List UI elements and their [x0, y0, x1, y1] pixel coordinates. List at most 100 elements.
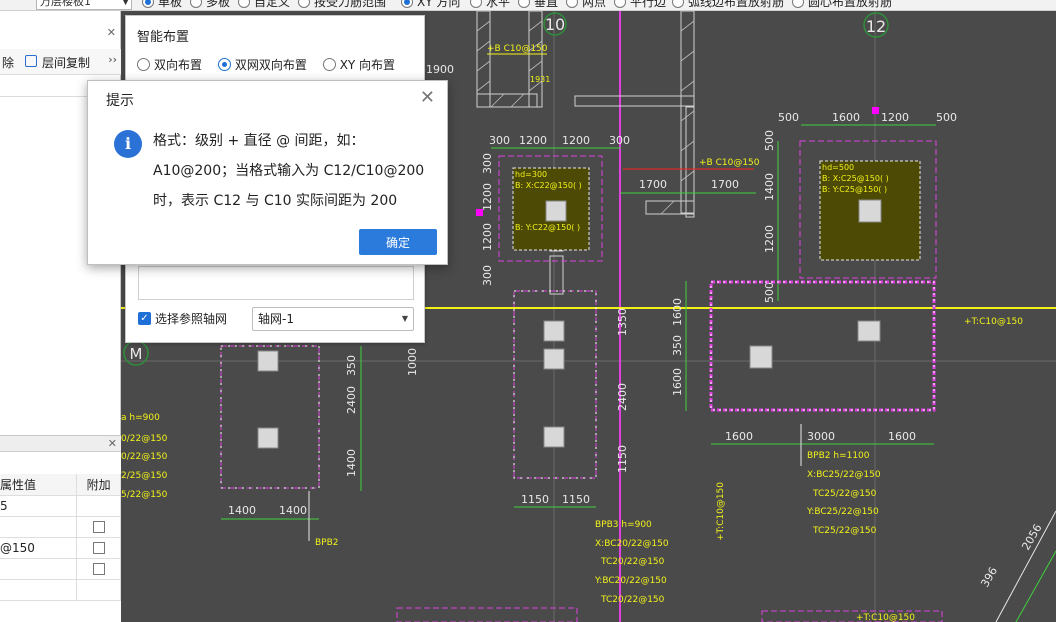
dimension-text: 1200 [519, 134, 547, 147]
option-xy-direction[interactable]: XY 方向 [401, 0, 460, 10]
option-parallel-edge[interactable]: 平行边 [614, 0, 666, 10]
table-row[interactable]: 5 [0, 495, 121, 517]
pile-cap-text: hd=500 [822, 163, 854, 172]
slab-text: BPB3 h=900 [595, 520, 652, 530]
hatch-lines [476, 20, 695, 215]
dimension-text: 1150 [521, 493, 549, 506]
pile-marker [543, 348, 565, 370]
cell-value[interactable]: @150 [0, 537, 78, 559]
option-label: 圆心布置放射筋 [808, 0, 893, 9]
close-icon[interactable]: ✕ [107, 437, 117, 450]
extra-checkbox[interactable] [92, 521, 105, 533]
option-label: 自定义 [254, 0, 291, 9]
extra-checkbox[interactable] [92, 542, 105, 554]
option-horizontal[interactable]: 水平 [470, 0, 510, 10]
slab-text: Y:BC25/22@150 [806, 507, 879, 517]
radio-icon [190, 0, 202, 8]
table-row[interactable] [0, 558, 121, 580]
cell-value[interactable]: 5 [0, 495, 78, 517]
cell-extra [76, 516, 121, 538]
smart-layout-title: 智能布置 [137, 30, 190, 45]
floor-copy-button[interactable]: 层间复制 [42, 56, 91, 70]
header-value: 属性值 [0, 474, 78, 496]
copy-icon [25, 55, 37, 67]
grip-point[interactable] [872, 107, 879, 114]
chevron-down-icon: ▼ [401, 314, 408, 323]
more-button[interactable]: ›› [108, 53, 117, 66]
delete-button[interactable]: 除 [2, 56, 15, 70]
axis-select-value: 轴网-1 [258, 312, 294, 326]
slab-text: TC20/22@150 [600, 595, 665, 605]
slab-outline [396, 607, 578, 622]
rebar-label: +T:C10@150 [964, 317, 1023, 327]
table-row[interactable] [0, 516, 121, 538]
rebar-label: +B C10@150 [699, 158, 760, 168]
option-vertical[interactable]: 垂直 [518, 0, 558, 10]
dimension-text: 1700 [711, 178, 739, 191]
properties-title-bar: ✕ [0, 436, 121, 452]
close-icon[interactable]: ✕ [106, 26, 116, 39]
option-label: XY 方向 [417, 0, 461, 9]
option-label: 水平 [486, 0, 511, 9]
option-two-points[interactable]: 两点 [566, 0, 606, 10]
select-axis-checkbox[interactable]: ✓选择参照轴网 [138, 310, 227, 327]
close-icon[interactable]: ✕ [419, 87, 435, 108]
pile-cap-outline [799, 140, 937, 279]
diagonal-line [995, 510, 1056, 622]
divider [0, 96, 121, 97]
dimension-text: 1200 [562, 134, 590, 147]
tip-dialog: 提示 ✕ i 格式：级别 + 直径 @ 间距，如： A10@200；当格式输入为… [87, 80, 448, 265]
cell-value[interactable] [0, 579, 78, 601]
option-label: 平行边 [630, 0, 667, 9]
slab-text: Y:BC20/22@150 [594, 576, 667, 586]
option-label: 弧线边布置放射筋 [688, 0, 785, 9]
radio-xy-layout[interactable]: XY 向布置 [322, 56, 395, 73]
slab-text: TC25/22@150 [812, 526, 877, 536]
slab-text: X:BC20/22@150 [595, 539, 669, 549]
dialog-message: 格式：级别 + 直径 @ 间距，如： A10@200；当格式输入为 C12/C1… [153, 126, 438, 216]
radio-double-net-two-way[interactable]: 双网双向布置 [217, 56, 307, 73]
axis-label-m: M [130, 345, 143, 363]
dimension-text: 1400 [763, 173, 776, 201]
pile-cap-text: B: Y:C22@150( ) [515, 223, 580, 232]
dimension-text: 1200 [881, 111, 909, 124]
radio-two-way[interactable]: 双向布置 [137, 56, 202, 73]
slab-text: 5/22@150 [121, 490, 168, 500]
radio-icon [401, 0, 413, 8]
pile-marker [543, 426, 565, 448]
rebar-label: +B C10@150 [487, 44, 548, 54]
axis-select[interactable]: 轴网-1 ▼ [252, 307, 414, 331]
cell-value[interactable] [0, 558, 78, 580]
option-center-radial[interactable]: 圆心布置放射筋 [792, 0, 892, 10]
radio-icon [518, 0, 530, 8]
message-line: 时，表示 C12 与 C10 实际间距为 200 [153, 193, 398, 209]
pile-cap-text: B: X:C25@150( ) [822, 174, 889, 183]
option-single-slab[interactable]: 单板 [142, 0, 182, 10]
option-custom[interactable]: 自定义 [238, 0, 290, 10]
slab-outline [761, 610, 943, 622]
radio-icon [322, 58, 336, 71]
dimension-text: 1200 [481, 223, 494, 251]
dimension-text: 1200 [481, 183, 494, 211]
pile-marker [257, 427, 279, 449]
message-line: A10@200；当格式输入为 C12/C10@200 [153, 163, 425, 179]
cell-value[interactable] [0, 516, 78, 538]
floor-combo[interactable]: 万层楼板1▼ [36, 0, 132, 10]
slab-text: 2/25@150 [121, 471, 168, 481]
table-row[interactable]: @150 [0, 537, 121, 559]
ok-button[interactable]: 确定 [359, 229, 437, 255]
table-row[interactable] [0, 579, 121, 601]
option-multi-slab[interactable]: 多板 [190, 0, 230, 10]
option-label: 单板 [158, 0, 183, 9]
rebar-label: +T:C10@150 [856, 613, 915, 622]
radio-label: 双向布置 [154, 58, 203, 72]
option-by-range[interactable]: 按受力筋范围 [298, 0, 386, 10]
option-arc-radial[interactable]: 弧线边布置放射筋 [672, 0, 784, 10]
radio-icon [470, 0, 482, 8]
dimension-text: 3000 [807, 430, 835, 443]
note-textarea[interactable] [138, 266, 414, 300]
dimension-text: 1600 [725, 430, 753, 443]
slab-text: BPB2 [315, 538, 339, 548]
grip-point[interactable] [476, 209, 483, 216]
extra-checkbox[interactable] [92, 563, 105, 575]
